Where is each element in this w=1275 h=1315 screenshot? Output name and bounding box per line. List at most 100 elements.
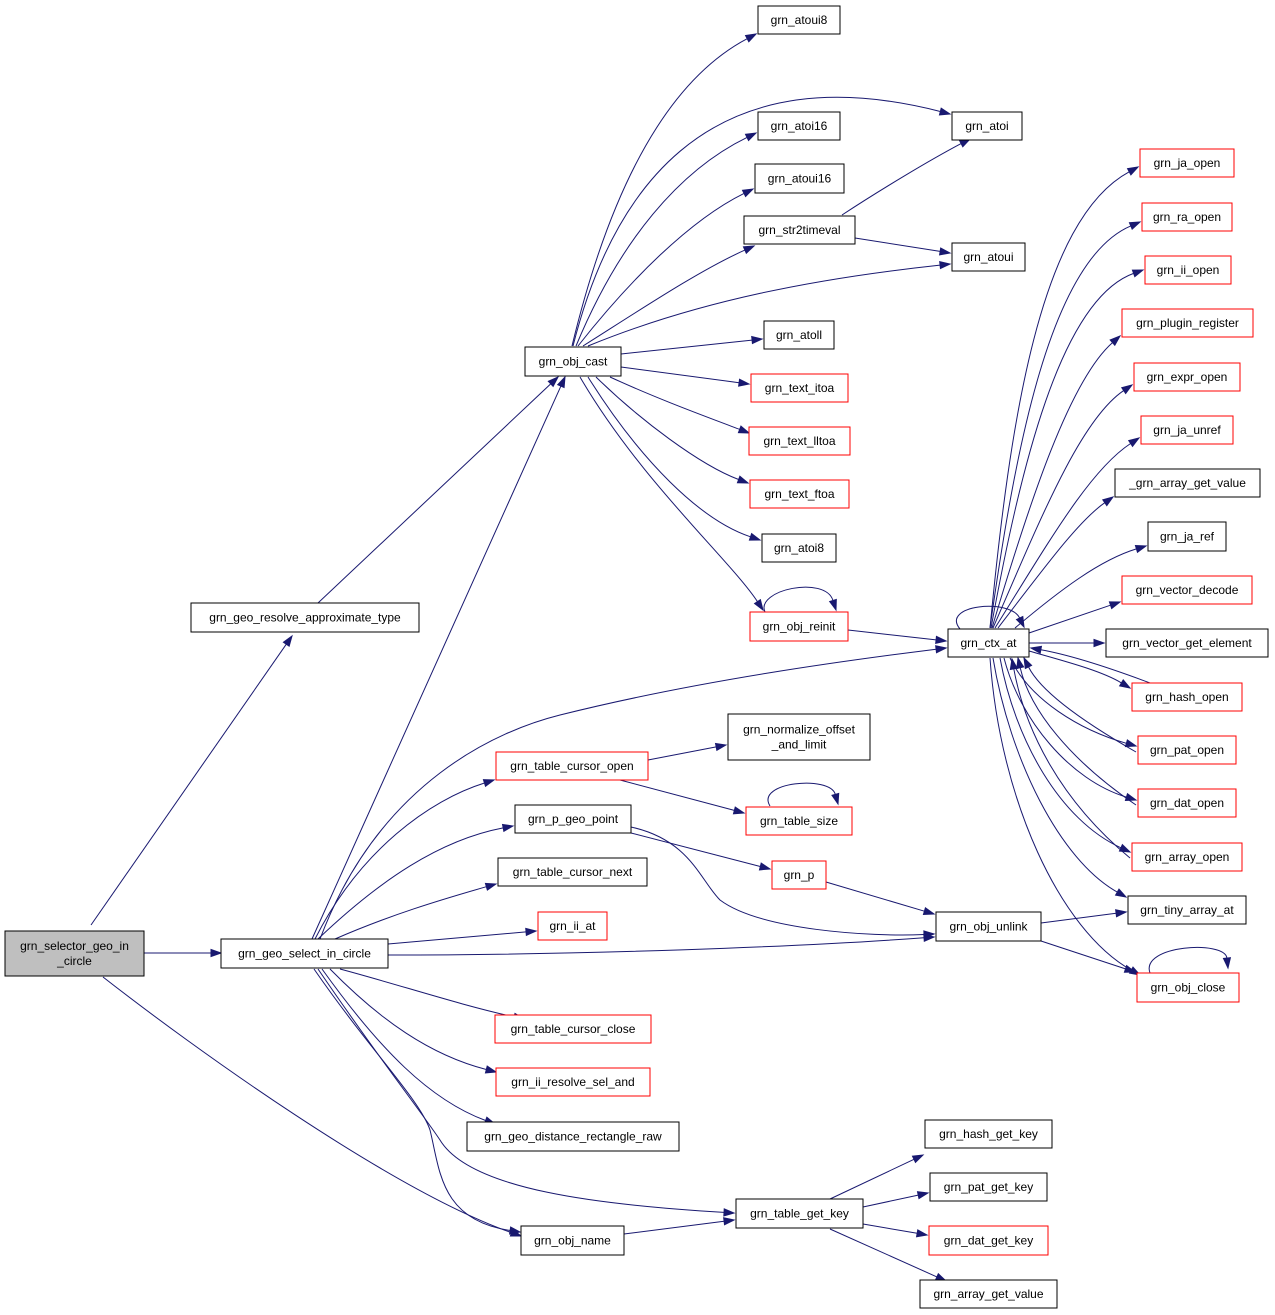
node-obj_cast[interactable]: grn_obj_cast (524, 346, 622, 377)
node-atoui[interactable]: grn_atoui (951, 242, 1026, 272)
edge-obj_close-to-obj_close (1148, 946, 1232, 974)
node-grn_p[interactable]: grn_p (771, 860, 827, 890)
node-obj_name[interactable]: grn_obj_name (520, 1225, 625, 1256)
node-label: grn_atoll (776, 328, 822, 342)
node-array_get_value[interactable]: grn_array_get_value (919, 1279, 1058, 1309)
node-label: grn_geo_select_in_circle (238, 947, 371, 961)
node-label: grn_text_itoa (765, 381, 835, 395)
arrowhead (714, 742, 728, 752)
node-text_ftoa[interactable]: grn_text_ftoa (749, 479, 850, 509)
node-plugin_register[interactable]: grn_plugin_register (1121, 308, 1254, 338)
edge-ctx_at-to-ra_open (989, 221, 1142, 629)
node-array_open[interactable]: grn_array_open (1131, 842, 1243, 872)
edge-ctx_at-to-pat_open (1023, 656, 1137, 753)
node-label: grn_pat_open (1150, 743, 1224, 757)
node-table_size[interactable]: grn_table_size (745, 806, 853, 836)
node-box (748, 426, 851, 456)
edge-ctx_at-to-array_open (1009, 657, 1131, 859)
node-label: grn_table_get_key (750, 1207, 849, 1221)
node-atoi[interactable]: grn_atoi (951, 111, 1023, 141)
node-ctx_at[interactable]: grn_ctx_at (947, 628, 1030, 658)
node-array_get_value_[interactable]: _grn_array_get_value (1114, 468, 1261, 498)
node-expr_open[interactable]: grn_expr_open (1133, 362, 1241, 392)
node-atoll[interactable]: grn_atoll (763, 320, 835, 350)
node-geo_distance_rect_raw[interactable]: grn_geo_distance_rectangle_raw (466, 1121, 680, 1152)
arrowhead (748, 532, 762, 541)
node-label: grn_dat_open (1150, 796, 1224, 810)
arrowhead (911, 1154, 925, 1164)
node-text_lltoa[interactable]: grn_text_lltoa (748, 426, 851, 456)
node-label: grn_atoui16 (768, 172, 832, 186)
node-label: grn_vector_get_element (1122, 636, 1252, 650)
node-label: grn_array_open (1145, 850, 1230, 864)
node-label: grn_hash_get_key (939, 1127, 1038, 1141)
arrowhead (758, 862, 772, 871)
node-atoi8[interactable]: grn_atoi8 (761, 533, 837, 563)
node-label: grn_pat_get_key (944, 1180, 1033, 1194)
edge-obj_cast-to-atoi16 (575, 132, 758, 347)
node-ii_at[interactable]: grn_ii_at (537, 911, 608, 941)
node-box (754, 163, 845, 194)
edge-table_get_key-to-pat_get_key (862, 1191, 930, 1208)
arrowhead (935, 635, 948, 645)
node-box (497, 857, 648, 887)
arrowhead (1114, 888, 1128, 898)
node-box (1114, 468, 1261, 498)
node-normalize_offset[interactable]: grn_normalize_offset_and_limit (727, 713, 871, 761)
arrowhead (1118, 678, 1132, 689)
node-ja_ref[interactable]: grn_ja_ref (1147, 521, 1227, 552)
node-atoui8[interactable]: grn_atoui8 (757, 5, 841, 35)
node-obj_unlink[interactable]: grn_obj_unlink (935, 911, 1042, 942)
arrowhead (737, 425, 751, 434)
node-label: grn_atoui8 (771, 13, 828, 27)
node-atoi16[interactable]: grn_atoi16 (757, 111, 841, 141)
node-root[interactable]: grn_selector_geo_in_circle (4, 930, 145, 977)
node-label: grn_array_get_value (933, 1287, 1043, 1301)
node-obj_close[interactable]: grn_obj_close (1136, 972, 1240, 1003)
node-vector_get_element[interactable]: grn_vector_get_element (1105, 628, 1269, 658)
node-box (495, 1067, 651, 1097)
node-str2timeval[interactable]: grn_str2timeval (743, 215, 856, 245)
arrowhead (1124, 739, 1138, 748)
node-label: grn_vector_decode (1136, 583, 1239, 597)
node-atoui16[interactable]: grn_atoui16 (754, 163, 845, 194)
node-pat_get_key[interactable]: grn_pat_get_key (929, 1172, 1048, 1202)
node-dat_get_key[interactable]: grn_dat_get_key (928, 1225, 1049, 1256)
node-resolve_approx[interactable]: grn_geo_resolve_approximate_type (190, 602, 420, 633)
node-ja_open[interactable]: grn_ja_open (1139, 148, 1235, 178)
arrowhead (935, 645, 948, 654)
node-pat_open[interactable]: grn_pat_open (1137, 735, 1237, 765)
node-ii_resolve_sel_and[interactable]: grn_ii_resolve_sel_and (495, 1067, 651, 1097)
node-vector_decode[interactable]: grn_vector_decode (1121, 575, 1253, 605)
arrowhead (210, 948, 223, 958)
node-table_cursor_close[interactable]: grn_table_cursor_close (494, 1014, 652, 1044)
edge-select_in_circle-to-ctx_at (319, 645, 948, 940)
node-obj_reinit[interactable]: grn_obj_reinit (749, 611, 849, 642)
node-ja_unref[interactable]: grn_ja_unref (1140, 415, 1234, 445)
node-box (1121, 308, 1254, 338)
edge-table_get_key-to-dat_get_key (862, 1223, 929, 1238)
node-select_in_circle[interactable]: grn_geo_select_in_circle (220, 938, 389, 969)
node-hash_open[interactable]: grn_hash_open (1131, 682, 1243, 712)
node-ii_open[interactable]: grn_ii_open (1144, 255, 1232, 285)
edge-ctx_at-to-array_get_value_ (997, 496, 1115, 629)
edge-root-to-obj_name (102, 976, 523, 1237)
node-box (520, 1225, 625, 1256)
arrowhead (923, 930, 936, 939)
node-table_get_key[interactable]: grn_table_get_key (735, 1198, 864, 1229)
node-box (947, 628, 1030, 658)
edge-table_cursor_open-to-table_size (619, 779, 746, 815)
node-p_geo_point[interactable]: grn_p_geo_point (514, 804, 632, 834)
node-tiny_array_at[interactable]: grn_tiny_array_at (1127, 895, 1247, 925)
node-box (749, 479, 850, 509)
edge-array_open-to-ctx_at (999, 657, 1132, 853)
node-table_cursor_open[interactable]: grn_table_cursor_open (495, 751, 649, 781)
edge-ctx_at-to-vector_get_element (1029, 638, 1106, 648)
node-ra_open[interactable]: grn_ra_open (1141, 202, 1233, 232)
node-hash_get_key[interactable]: grn_hash_get_key (924, 1119, 1053, 1149)
node-table_cursor_next[interactable]: grn_table_cursor_next (497, 857, 648, 887)
node-text_itoa[interactable]: grn_text_itoa (750, 373, 849, 403)
node-label: grn_atoi16 (771, 119, 828, 133)
arrowhead (1120, 384, 1134, 395)
node-dat_open[interactable]: grn_dat_open (1137, 788, 1237, 818)
